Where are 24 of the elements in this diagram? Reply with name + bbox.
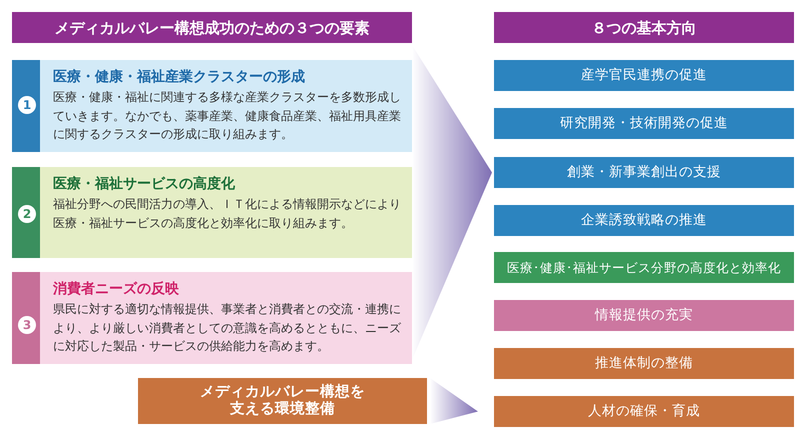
direction-box: 産学官民連携の促進 — [494, 60, 794, 91]
card-heading: 医療・福祉サービスの高度化 — [53, 174, 236, 194]
chevron-arrow — [430, 378, 478, 424]
card-body: 福祉分野への民間活力の導入、ＩＴ化による情報開示などにより医療・福祉サービスの高度化と効率化に取り組みます。 — [53, 196, 402, 232]
card-body: 県民に対する適切な情報提供、事業者と消費者との交流・連携により、より厳しい消費者としての意識を高めるとともに、ニーズに対応した製品・サービスの供給能力を高めます。 — [53, 301, 402, 355]
number-badge: 2 — [18, 205, 36, 223]
direction-box: 人材の確保・育成 — [494, 396, 794, 427]
number-badge: 1 — [18, 96, 36, 114]
card-body: 医療・健康・福祉に関連する多様な産業クラスターを多数形成していきます。なかでも、薬事産業、健康食品産業、福祉用具産業に関するクラスターの形成に取り組みます。 — [53, 89, 402, 143]
section-header: ８つの基本方向 — [494, 12, 794, 43]
card-heading: 医療・健康・福祉産業クラスターの形成 — [53, 68, 306, 87]
direction-box: 研究開発・技術開発の促進 — [494, 108, 794, 139]
element-card — [12, 60, 412, 152]
card-heading: 消費者ニーズの反映 — [53, 280, 180, 299]
direction-box: 創業・新事業創出の支援 — [494, 157, 794, 188]
direction-box: 医療･健康･福祉サービス分野の高度化と効率化 — [494, 252, 794, 283]
direction-box: 情報提供の充実 — [494, 300, 794, 331]
element-card — [12, 272, 412, 364]
direction-box: 推進体制の整備 — [494, 348, 794, 379]
section-header: メディカルバレー構想成功のための３つの要素 — [12, 12, 412, 43]
element-card — [12, 167, 412, 258]
direction-box: 企業誘致戦略の推進 — [494, 205, 794, 236]
number-badge: 3 — [18, 316, 36, 334]
direction-box: メディカルバレー構想を支える環境整備 — [138, 378, 427, 424]
